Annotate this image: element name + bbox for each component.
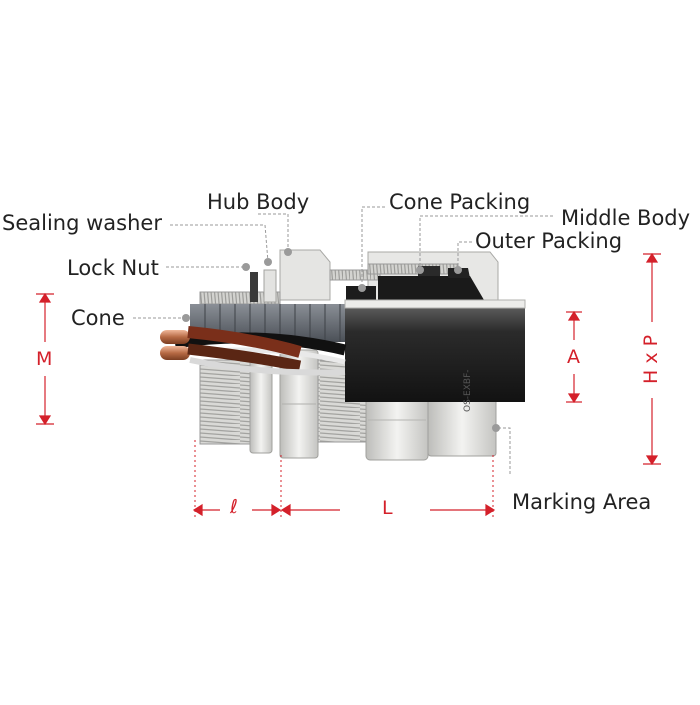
outer-packing xyxy=(378,276,484,300)
label-cone: Cone xyxy=(71,306,125,330)
dimension-hxp: H x P xyxy=(640,334,662,384)
cable-sheath xyxy=(345,308,525,402)
entry-thread xyxy=(199,359,253,445)
marking-text: OS-EXBF- xyxy=(463,369,473,413)
copper-conductor-bottom xyxy=(160,346,190,360)
dimension-a: A xyxy=(567,346,580,368)
label-cone-packing: Cone Packing xyxy=(389,190,531,214)
dimension-l: L xyxy=(382,497,393,519)
label-marking-area: Marking Area xyxy=(512,490,652,514)
dimension-ell: ℓ xyxy=(230,496,238,518)
label-outer-packing: Outer Packing xyxy=(475,229,623,253)
dimension-m: M xyxy=(36,348,53,370)
copper-conductor-top xyxy=(160,330,190,344)
dimension-lines xyxy=(36,252,661,517)
cone-packing xyxy=(346,286,376,300)
label-sealing-washer: Sealing washer xyxy=(2,211,162,235)
label-lock-nut: Lock Nut xyxy=(67,256,159,280)
label-hub-body: Hub Body xyxy=(207,190,310,214)
hub-body-section xyxy=(279,249,331,301)
label-middle-body: Middle Body xyxy=(561,206,691,230)
